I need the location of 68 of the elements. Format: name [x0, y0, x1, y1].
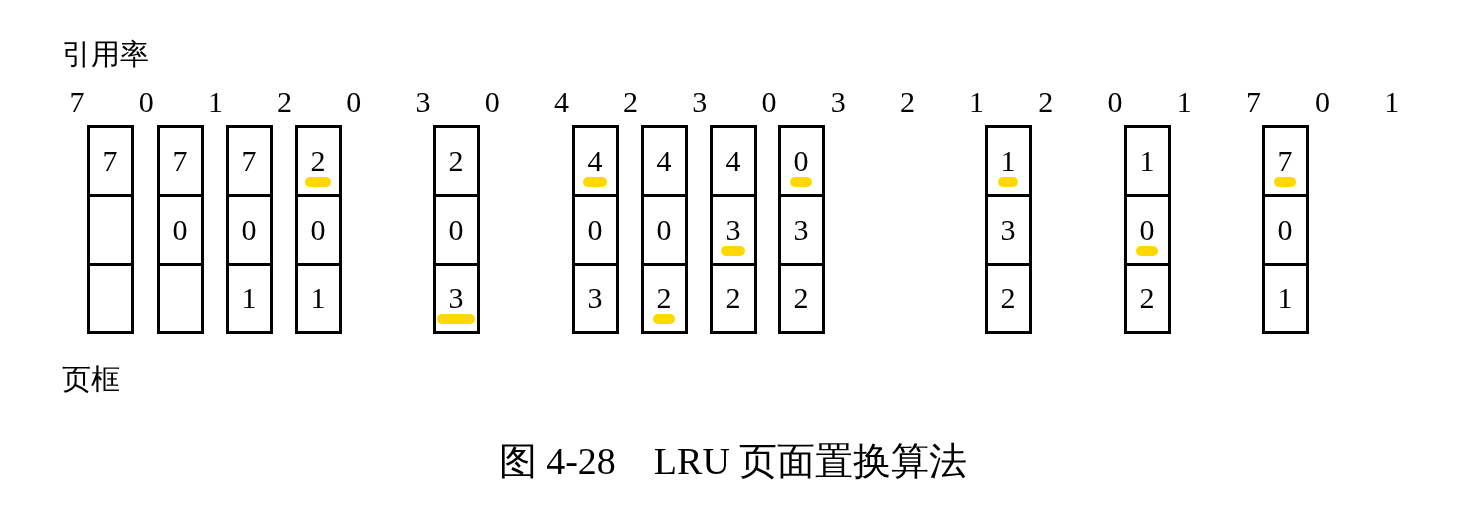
- page-number: 0: [447, 212, 465, 247]
- page-number: 2: [447, 143, 465, 178]
- page-frame: [1123, 125, 1171, 334]
- page-number: 0: [792, 143, 810, 178]
- page-number: 1: [1276, 281, 1294, 315]
- reference-number: 0: [483, 87, 501, 117]
- page-number: 0: [240, 212, 258, 247]
- figure-caption: 图 4-28 LRU 页面置换算法: [497, 442, 969, 480]
- axis-label: 引用率: [62, 40, 149, 69]
- page-number: 0: [1276, 212, 1294, 247]
- page-frame: [640, 125, 688, 334]
- page-number: 0: [171, 212, 189, 247]
- page-number: 1: [309, 281, 327, 315]
- reference-number: 2: [276, 87, 294, 117]
- page-frame: [86, 125, 134, 334]
- page-number: 7: [1276, 143, 1294, 178]
- page-frame: [571, 125, 619, 334]
- reference-number: 0: [137, 87, 155, 117]
- reference-number: 0: [345, 87, 363, 117]
- page-frame: [777, 125, 825, 334]
- reference-number: 3: [691, 87, 709, 117]
- page-number: 0: [655, 212, 673, 247]
- page-number: 3: [792, 212, 810, 247]
- reference-number: 4: [552, 87, 570, 117]
- page-frame: [432, 125, 480, 334]
- page-frame: [709, 125, 757, 334]
- reference-number: 1: [968, 87, 986, 117]
- reference-number: 1: [1383, 87, 1401, 117]
- reference-number: 3: [414, 87, 432, 117]
- page-number: 3: [724, 212, 742, 247]
- page-number: 3: [586, 281, 604, 315]
- page-number: 7: [240, 143, 258, 178]
- page-number: 2: [999, 281, 1017, 315]
- reference-number: 1: [1175, 87, 1193, 117]
- page-frame: [225, 125, 273, 334]
- page-number: 1: [999, 143, 1017, 178]
- page-number: 7: [101, 143, 119, 178]
- page-number: 0: [309, 212, 327, 247]
- reference-number: 7: [1244, 87, 1262, 117]
- reference-number: 3: [829, 87, 847, 117]
- page-number: 3: [447, 281, 465, 315]
- page-number: 0: [1138, 212, 1156, 247]
- page-number: 2: [792, 281, 810, 315]
- page-number: 4: [724, 143, 742, 178]
- reference-number: 2: [898, 87, 916, 117]
- page-frame: [1261, 125, 1309, 334]
- page-number: 1: [240, 281, 258, 315]
- page-number: 3: [999, 212, 1017, 247]
- page-frame: [156, 125, 204, 334]
- page-number: 2: [655, 281, 673, 315]
- page-number: 1: [1138, 143, 1156, 178]
- page-number: 2: [1138, 281, 1156, 315]
- page-number: 2: [309, 143, 327, 178]
- page-number: 4: [586, 143, 604, 178]
- reference-number: 0: [1314, 87, 1332, 117]
- reference-number: 7: [68, 87, 86, 117]
- reference-number: 0: [760, 87, 778, 117]
- reference-number: 1: [206, 87, 224, 117]
- page-number: 4: [655, 143, 673, 178]
- reference-number: 0: [1106, 87, 1124, 117]
- axis-label: 页框: [62, 365, 120, 394]
- reference-number: 2: [622, 87, 640, 117]
- page-number: 7: [171, 143, 189, 178]
- page-frame: [294, 125, 342, 334]
- reference-number: 2: [1037, 87, 1055, 117]
- page-number: 0: [586, 212, 604, 247]
- page-number: 2: [724, 281, 742, 315]
- page-frame: [984, 125, 1032, 334]
